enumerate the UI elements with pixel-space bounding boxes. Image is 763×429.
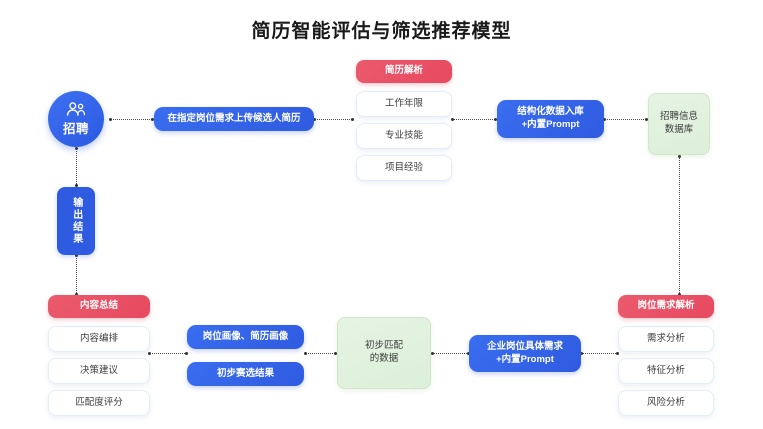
node-job-req-parse-item-1[interactable]: 特征分析 <box>618 358 714 384</box>
connector-db-to-job-parse <box>679 156 681 295</box>
connector-endpoint <box>334 351 337 355</box>
people-icon <box>65 101 87 117</box>
node-job-req-parse-header[interactable]: 岗位需求解析 <box>618 295 714 318</box>
connector-endpoint <box>430 351 434 355</box>
node-upload-resume[interactable]: 在指定岗位需求上传候选人简历 <box>154 107 314 131</box>
node-output-result[interactable]: 输出结果 <box>57 187 95 255</box>
connector-endpoint <box>151 117 154 121</box>
connector-store-to-db <box>604 119 648 121</box>
node-matched-data[interactable]: 初步匹配 的数据 <box>337 317 431 389</box>
connector-endpoint <box>313 117 316 121</box>
connector-upload-to-parse <box>314 119 354 121</box>
node-resume-parse-item-1[interactable]: 专业技能 <box>356 123 452 149</box>
connector-endpoint <box>451 117 454 121</box>
node-resume-parse-item-2[interactable]: 项目经验 <box>356 155 452 181</box>
connector-endpoint <box>74 184 78 187</box>
connector-endpoint <box>645 117 648 121</box>
connector-endpoint <box>74 254 78 257</box>
connector-matched-to-enterprise <box>432 353 469 355</box>
connector-endpoint <box>74 293 78 296</box>
node-output-result-label: 输出结果 <box>70 197 82 245</box>
node-resume-parse-item-0[interactable]: 工作年限 <box>356 91 452 117</box>
connector-endpoint <box>579 351 583 355</box>
node-job-req-parse-item-0[interactable]: 需求分析 <box>618 326 714 352</box>
node-content-summary-item-1[interactable]: 决策建议 <box>48 358 150 384</box>
connector-endpoint <box>74 147 78 150</box>
node-structured-store[interactable]: 结构化数据入库 +内置Prompt <box>497 100 604 138</box>
connector-summary-to-portrait <box>150 353 187 355</box>
connector-endpoint <box>148 351 151 355</box>
connector-output-to-summary <box>76 255 78 295</box>
node-recruit-label: 招聘 <box>62 121 89 136</box>
node-preliminary-screening[interactable]: 初步赛选结果 <box>187 362 304 386</box>
node-content-summary-item-2[interactable]: 匹配度评分 <box>48 390 150 416</box>
connector-recruit-to-upload <box>110 119 154 121</box>
connector-enterprise-to-job-parse <box>581 353 618 355</box>
connector-endpoint <box>677 293 681 296</box>
connector-endpoint <box>109 117 112 121</box>
node-recruitment-database[interactable]: 招聘信息 数据库 <box>648 93 710 155</box>
connector-endpoint <box>603 117 606 121</box>
connector-endpoint <box>494 117 497 121</box>
connector-recruit-to-output <box>76 148 78 186</box>
connector-endpoint <box>185 351 188 355</box>
node-resume-parse-header[interactable]: 简历解析 <box>356 60 452 83</box>
node-content-summary-header[interactable]: 内容总结 <box>48 295 150 318</box>
node-enterprise-requirement[interactable]: 企业岗位具体需求 +内置Prompt <box>469 335 581 372</box>
connector-endpoint <box>467 351 470 355</box>
connector-parse-to-store <box>452 119 497 121</box>
node-portrait[interactable]: 岗位画像、简历画像 <box>187 325 304 349</box>
node-recruit-circle[interactable]: 招聘 <box>48 91 104 147</box>
connector-endpoint <box>677 155 681 158</box>
connector-endpoint <box>303 351 307 355</box>
connector-endpoint <box>351 117 354 121</box>
page-title: 简历智能评估与筛选推荐模型 <box>251 21 512 42</box>
node-job-req-parse-item-2[interactable]: 风险分析 <box>618 390 714 416</box>
connector-portrait-to-matched <box>305 353 337 355</box>
node-content-summary-item-0[interactable]: 内容编排 <box>48 326 150 352</box>
connector-endpoint <box>616 351 619 355</box>
